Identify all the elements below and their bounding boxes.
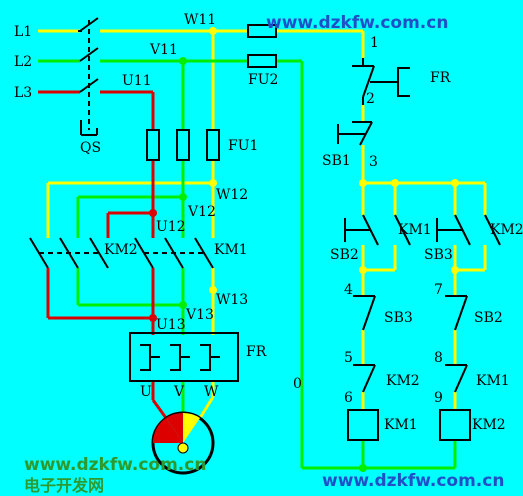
- label-u11: U11: [122, 73, 152, 89]
- label-n8: 8: [434, 350, 443, 366]
- label-fr-ctrl: FR: [430, 70, 451, 86]
- coils: [347, 409, 471, 441]
- label-km2-main: KM2: [104, 242, 138, 258]
- fr-thermal-relay: [129, 332, 239, 382]
- label-u12: U12: [156, 219, 186, 235]
- label-w12: W12: [216, 187, 248, 203]
- label-km1-main: KM1: [214, 242, 248, 258]
- control-contacts: [337, 58, 501, 393]
- label-n1: 1: [370, 35, 379, 51]
- label-w11: W11: [184, 12, 216, 28]
- label-km2-hold: KM2: [490, 222, 523, 238]
- label-n7: 7: [434, 282, 443, 298]
- junction-dots: [149, 27, 459, 472]
- label-sb2-nc: SB2: [474, 310, 503, 326]
- label-u13: U13: [156, 317, 186, 333]
- label-km1-hold: KM1: [398, 222, 432, 238]
- label-sb1: SB1: [322, 153, 351, 169]
- label-v11: V11: [149, 42, 178, 58]
- label-sb2: SB2: [330, 247, 359, 263]
- label-sb3-nc: SB3: [384, 310, 413, 326]
- watermark-top-right: www.dzkfw.com.cn: [266, 13, 448, 33]
- label-fu1: FU1: [228, 138, 258, 154]
- label-l3: L3: [14, 85, 32, 101]
- label-v: V: [173, 384, 185, 400]
- label-n9: 9: [434, 390, 443, 406]
- label-l1: L1: [14, 24, 32, 40]
- label-fr-main: FR: [246, 344, 267, 360]
- label-zero: 0: [293, 376, 302, 392]
- fu1-fuses: [146, 129, 220, 161]
- label-w: W: [204, 384, 219, 400]
- label-fu2: FU2: [248, 72, 278, 88]
- label-v12: V12: [187, 204, 216, 220]
- label-v13: V13: [185, 307, 214, 323]
- label-n5: 5: [344, 350, 353, 366]
- watermark-bottom-right: www.dzkfw.com.cn: [322, 471, 504, 491]
- label-n6: 6: [344, 390, 353, 406]
- label-u: U: [140, 384, 152, 400]
- fu2-fuses: [247, 24, 277, 68]
- label-km2-nc: KM2: [386, 373, 420, 389]
- label-w13: W13: [216, 292, 248, 308]
- label-sb3: SB3: [424, 247, 453, 263]
- watermark-bottom-left-cn: 电子开发网: [24, 476, 104, 495]
- main-contacts: [29, 237, 214, 269]
- label-km2-coil: KM2: [472, 417, 506, 433]
- label-l2: L2: [14, 54, 32, 70]
- label-qs: QS: [80, 140, 101, 156]
- watermark-bottom-left: www.dzkfw.com.cn: [24, 455, 206, 475]
- qs-breaker: [78, 17, 99, 136]
- motor: [151, 411, 215, 475]
- label-n3: 3: [369, 154, 378, 170]
- label-km1-nc: KM1: [476, 373, 510, 389]
- label-n4: 4: [344, 282, 353, 298]
- label-km1-coil: KM1: [384, 417, 418, 433]
- phase-l2-wires: [38, 59, 457, 470]
- phase-l3-wires: [38, 90, 168, 419]
- label-n2: 2: [366, 91, 375, 107]
